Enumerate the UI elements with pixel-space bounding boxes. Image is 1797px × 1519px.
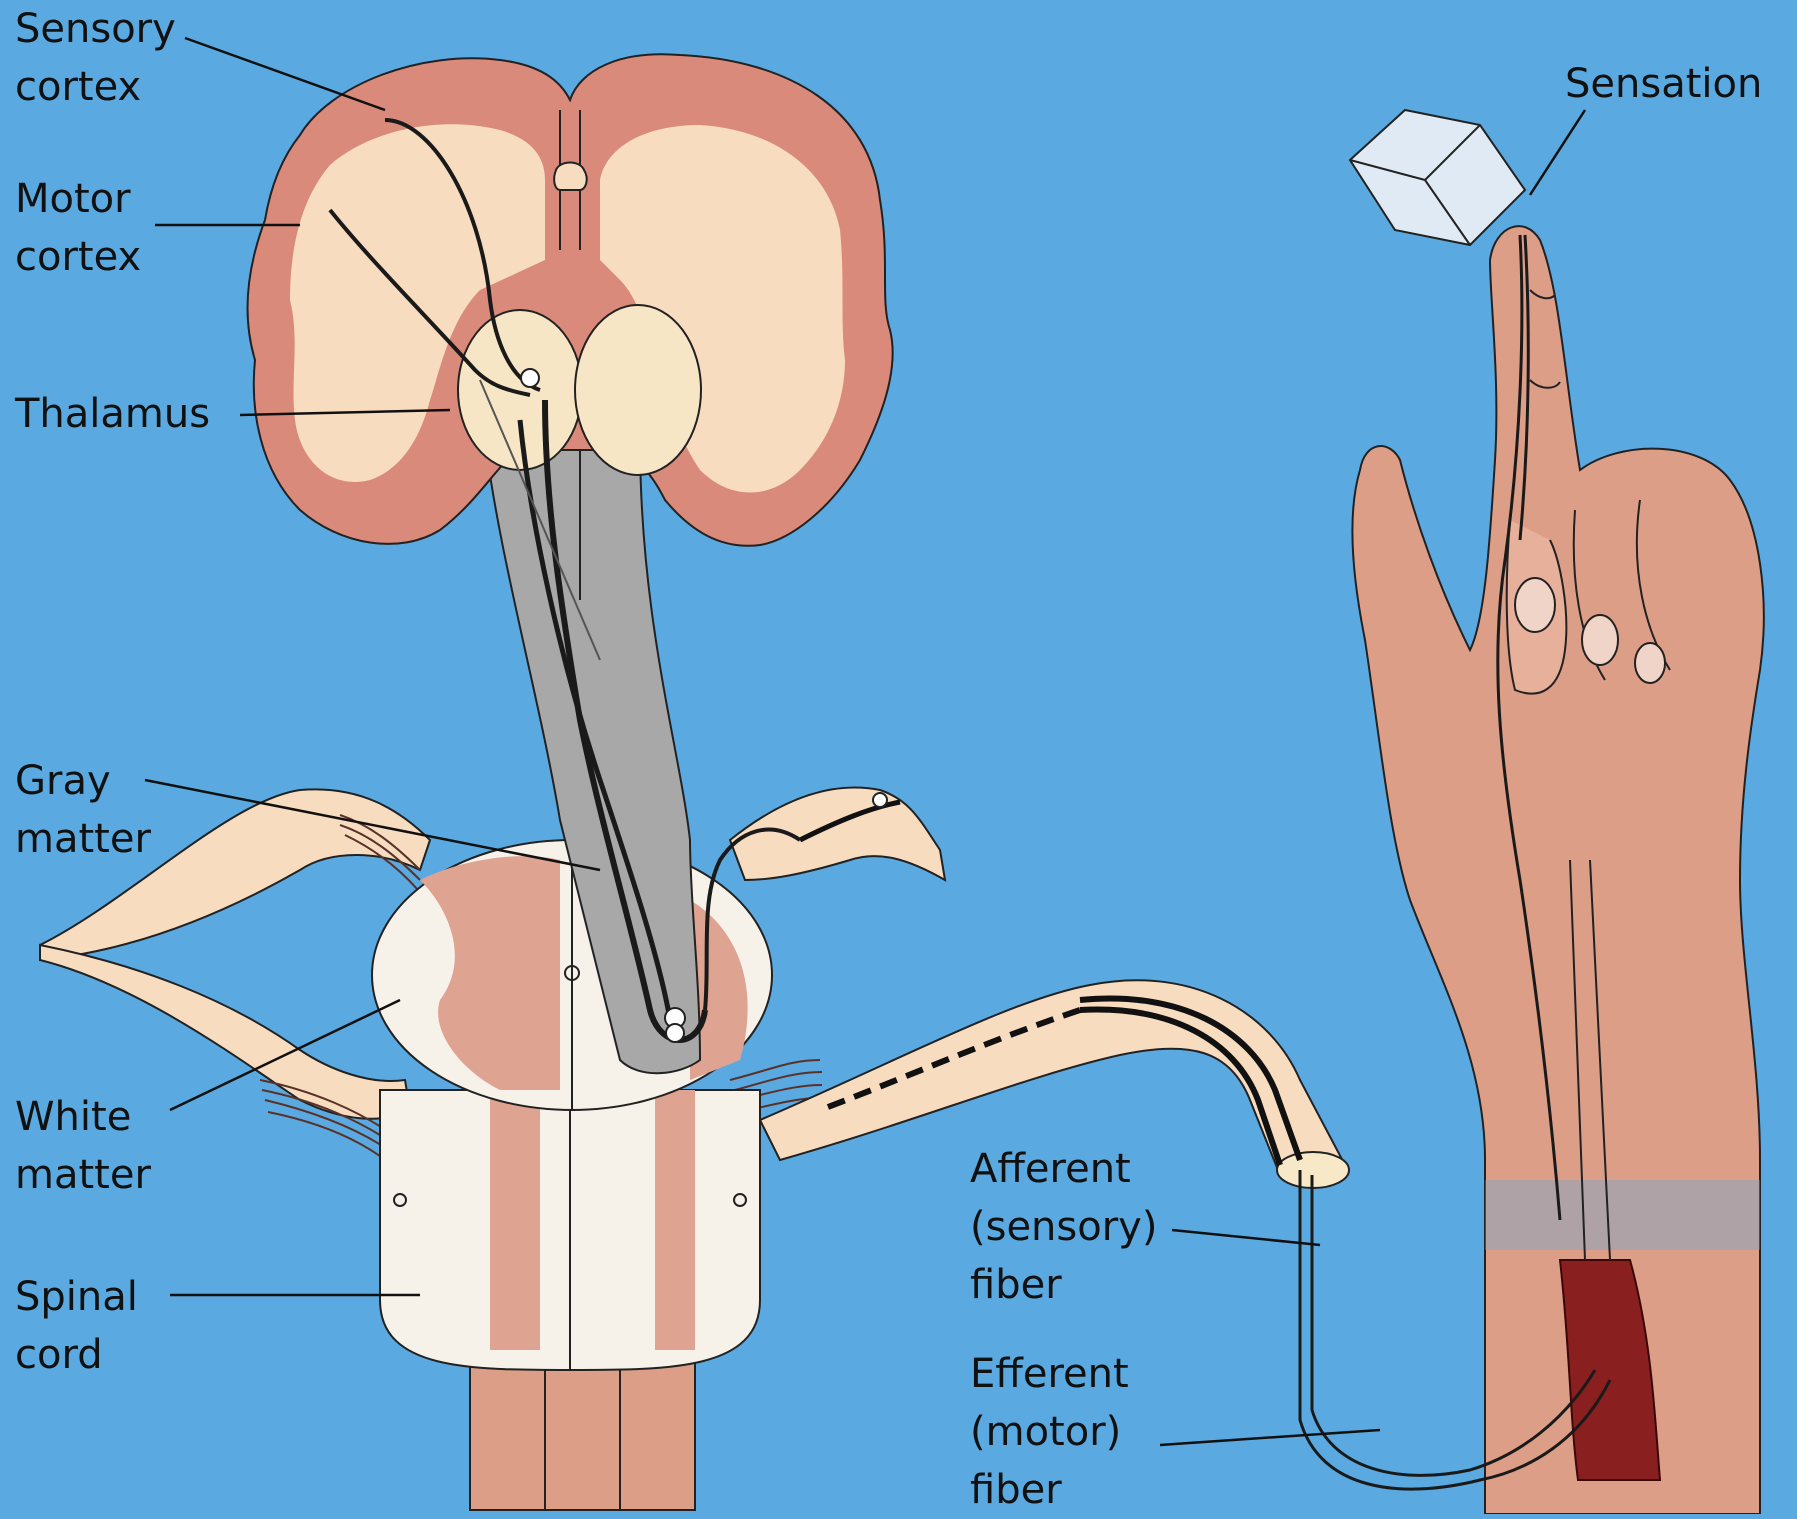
hand: [1352, 226, 1763, 1514]
label-line: fiber: [970, 1256, 1157, 1314]
label-line: Motor: [15, 170, 141, 228]
label-line: cortex: [15, 228, 141, 286]
label-sensation: Sensation: [1565, 55, 1762, 113]
label-motor-cortex: Motor cortex: [15, 170, 141, 286]
label-line: matter: [15, 1146, 151, 1204]
thalamic-neuron: [521, 369, 539, 387]
leader-sensory-cortex: [185, 38, 385, 110]
label-line: Efferent: [970, 1345, 1129, 1403]
spinal-cord: [372, 840, 772, 1510]
label-line: Gray: [15, 752, 151, 810]
spinal-neuron-bottom: [666, 1024, 684, 1042]
label-afferent-fiber: Afferent (sensory) fiber: [970, 1140, 1157, 1314]
label-line: cord: [15, 1326, 138, 1384]
label-line: matter: [15, 810, 151, 868]
label-gray-matter: Gray matter: [15, 752, 151, 868]
leader-sensation: [1530, 110, 1585, 195]
label-white-matter: White matter: [15, 1088, 151, 1204]
label-line: White: [15, 1088, 151, 1146]
label-thalamus: Thalamus: [15, 385, 210, 443]
label-line: cortex: [15, 58, 176, 116]
label-sensory-cortex: Sensory cortex: [15, 0, 176, 116]
label-line: Sensory: [15, 0, 176, 58]
label-efferent-fiber: Efferent (motor) fiber: [970, 1345, 1129, 1519]
label-line: Thalamus: [15, 385, 210, 443]
label-line: Sensation: [1565, 55, 1762, 113]
label-line: (sensory): [970, 1198, 1157, 1256]
label-line: (motor): [970, 1403, 1129, 1461]
ice-cube-icon: [1350, 110, 1525, 245]
leader-efferent: [1160, 1430, 1380, 1445]
thalamus-left: [458, 310, 582, 470]
thalamus-right: [575, 305, 701, 475]
label-spinal-cord: Spinal cord: [15, 1268, 138, 1384]
label-line: fiber: [970, 1461, 1129, 1519]
label-line: Afferent: [970, 1140, 1157, 1198]
leader-afferent: [1172, 1230, 1320, 1245]
label-line: Spinal: [15, 1268, 138, 1326]
